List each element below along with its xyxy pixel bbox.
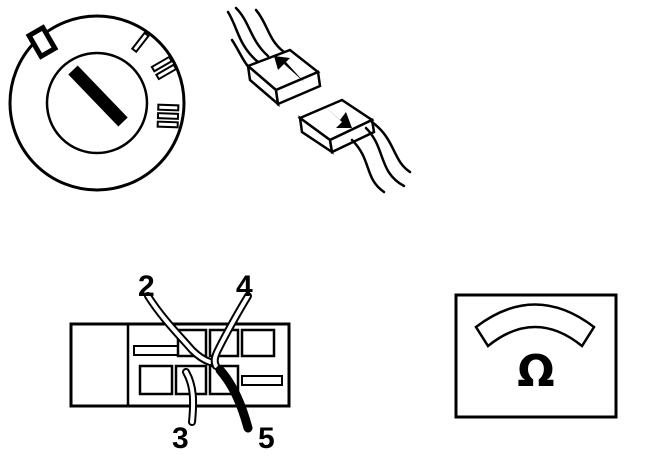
- pin-label-2: 2: [138, 270, 155, 303]
- ohm-icon: Ω: [517, 346, 554, 397]
- connector-pair: [226, 6, 412, 194]
- wire: [254, 8, 286, 54]
- wire: [364, 126, 406, 188]
- pin-cavity: [240, 328, 276, 358]
- pin-label-4: 4: [236, 270, 253, 303]
- multi-pin-connector: 2 4 3 5: [69, 270, 291, 455]
- latch-slot: [241, 375, 283, 386]
- meter-scale-arc: [474, 303, 596, 348]
- arrow-up-icon: [274, 56, 304, 82]
- wire: [350, 138, 386, 194]
- position-2-marker: [150, 55, 178, 81]
- position-1-marker: [130, 31, 150, 54]
- connector-lower: [297, 98, 376, 155]
- connector-upper: [245, 48, 322, 108]
- wire: [234, 6, 270, 58]
- ignition-switch: [8, 14, 186, 192]
- ohmmeter: Ω: [454, 293, 618, 419]
- position-3-marker: [156, 103, 180, 129]
- pin-label-5: 5: [258, 422, 275, 455]
- arrow-down-icon: [322, 104, 352, 128]
- probe-wire-5: [215, 365, 253, 433]
- key-slot: [68, 65, 128, 127]
- position-0-marker: [25, 24, 59, 60]
- wire: [370, 120, 412, 174]
- pin-cavity: [138, 364, 174, 396]
- latch-slot: [133, 345, 183, 356]
- pin-label-3: 3: [172, 422, 189, 455]
- wire: [226, 10, 260, 64]
